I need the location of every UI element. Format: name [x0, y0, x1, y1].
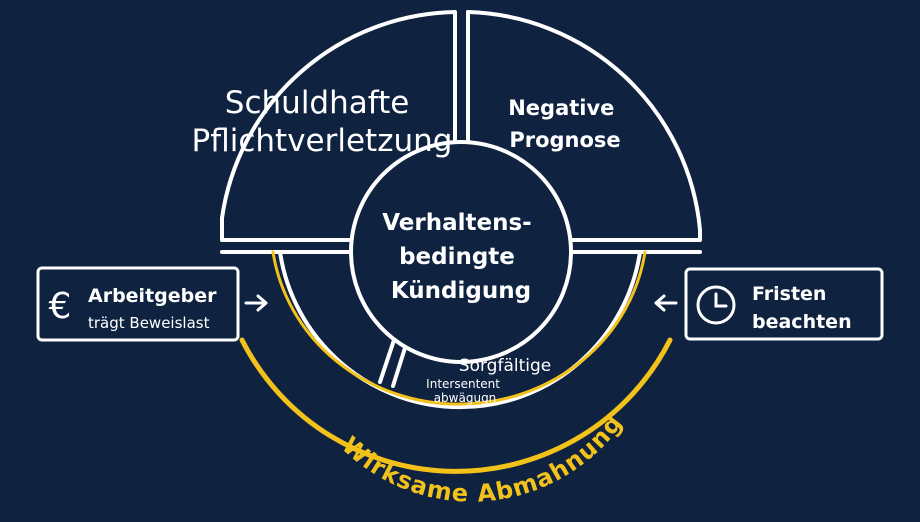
right-box-line-1: Fristen — [752, 283, 826, 305]
left-arrow — [244, 294, 268, 312]
arc-label-path: Wirksame Abmahnung — [336, 409, 627, 508]
clock-icon — [696, 285, 736, 325]
center-line-2: bedingte — [399, 244, 515, 270]
right-box-line-2: beachten — [752, 311, 852, 333]
segment-bottom-small-label: Intersentent abwägugn — [426, 377, 504, 405]
center-label: Verhaltens- bedingte Kündigung — [382, 210, 539, 304]
center-circle — [349, 140, 573, 364]
euro-icon: € — [49, 286, 72, 327]
right-box: Fristen beachten — [684, 267, 884, 341]
outer-yellow-arc — [239, 337, 673, 474]
segment-top-right-label: Negative Prognose — [508, 96, 622, 152]
segment-top-right-line-1: Negative — [508, 96, 614, 120]
left-box-subtitle: trägt Beweislast — [88, 314, 210, 332]
arc-label: Wirksame Abmahnung — [336, 409, 628, 508]
lower-ring-outline — [278, 250, 642, 410]
inner-yellow-arc — [271, 250, 647, 406]
center-line-1: Verhaltens- — [382, 210, 531, 236]
segment-top-right-line-2: Prognose — [509, 128, 620, 152]
right-box-label: Fristen beachten — [752, 283, 852, 333]
left-box-title: Arbeitgeber — [88, 285, 217, 307]
segment-bottom-small-line-1: Intersentent — [426, 377, 500, 391]
right-arrow — [654, 294, 678, 312]
segment-top-left-outline — [220, 10, 457, 242]
segment-bottom-line-1: Sorgfältige — [459, 356, 551, 376]
segment-top-right-outline — [466, 10, 702, 242]
segment-bottom-small-line-2: abwägugn — [434, 391, 497, 405]
segment-bottom-label: Sorgfältige — [459, 356, 551, 376]
segment-top-left-label: Schuldhafte Pflichtverletzung — [192, 85, 453, 159]
segment-top-left-line-1: Schuldhafte — [225, 85, 410, 121]
left-box: € Arbeitgeber trägt Beweislast — [36, 266, 240, 342]
segment-top-left-line-2: Pflichtverletzung — [192, 123, 453, 159]
center-line-3: Kündigung — [391, 278, 531, 304]
